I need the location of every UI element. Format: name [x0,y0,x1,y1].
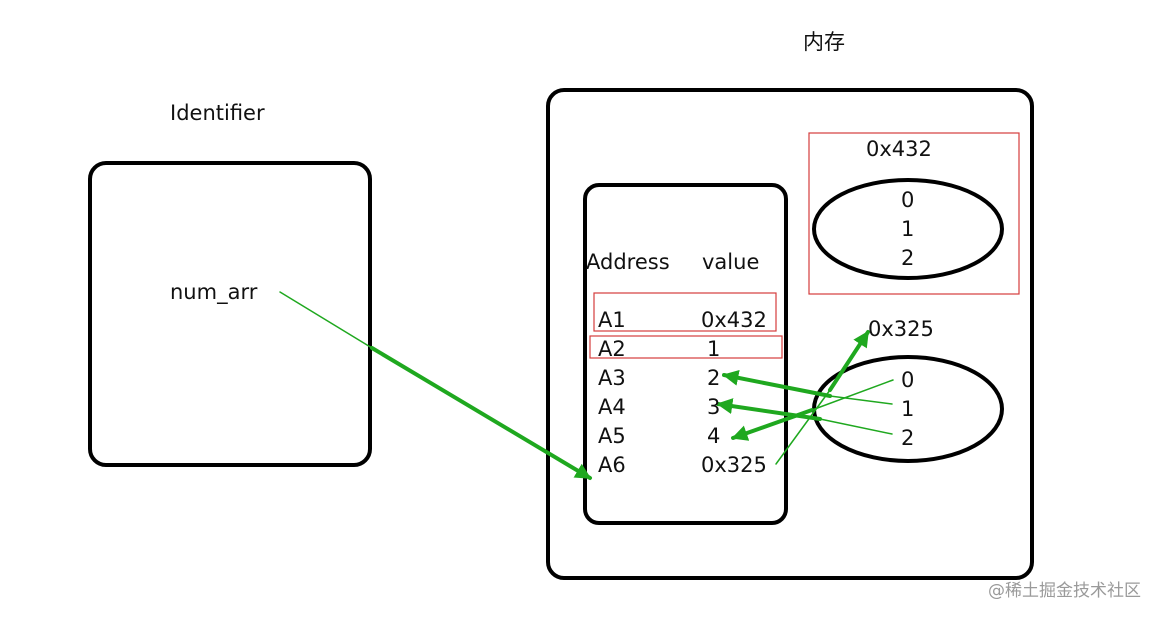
object-b-item: 2 [901,426,915,450]
row-value: 2 [707,366,721,390]
arrow-item0-to-a5 [731,408,814,441]
object-a-ellipse [812,178,1004,280]
object-a-address: 0x432 [866,137,932,161]
arrow-item2-to-a4 [716,398,822,421]
arrows [279,291,894,480]
row-address: A2 [598,337,626,361]
row-a1-highlight [593,292,777,332]
address-header: Address [586,250,670,274]
row-address: A4 [598,395,626,419]
identifier-box [88,161,372,467]
object-b-item: 0 [901,368,915,392]
row-value: 3 [707,395,721,419]
object-a-item: 1 [901,217,915,241]
row-address: A6 [598,453,626,477]
row-value: 1 [707,337,721,361]
object-a-item: 0 [901,188,915,212]
row-value: 0x325 [701,453,767,477]
arrow-num-arr-to-a6-head [370,346,592,480]
arrow-item1-to-a3 [722,369,832,398]
object-a-box [808,132,1020,295]
identifier-title: Identifier [170,101,265,125]
variable-label: num_arr [170,280,258,304]
object-a-item: 2 [901,246,915,270]
arrow-a6-to-object-b [828,330,870,392]
object-b-item: 1 [901,397,915,421]
value-header: value [702,250,760,274]
watermark: @稀土掘金技术社区 [988,581,1141,601]
arrow-a6-to-object-b-thin [775,389,831,465]
row-a2-highlight [589,335,783,359]
address-table-box [583,183,788,525]
object-b-address: 0x325 [868,317,934,341]
row-value: 0x432 [701,308,767,332]
arrow-item1-to-a3-thin [829,395,893,405]
row-address: A1 [598,308,626,332]
memory-box [546,88,1034,580]
row-address: A3 [598,366,626,390]
arrow-item0-to-a5-thin [811,379,894,411]
memory-title: 内存 [803,30,845,54]
row-address: A5 [598,424,626,448]
arrow-num-arr-to-a6 [279,291,373,349]
row-value: 4 [707,424,721,448]
arrow-item2-to-a4-thin [819,418,893,435]
